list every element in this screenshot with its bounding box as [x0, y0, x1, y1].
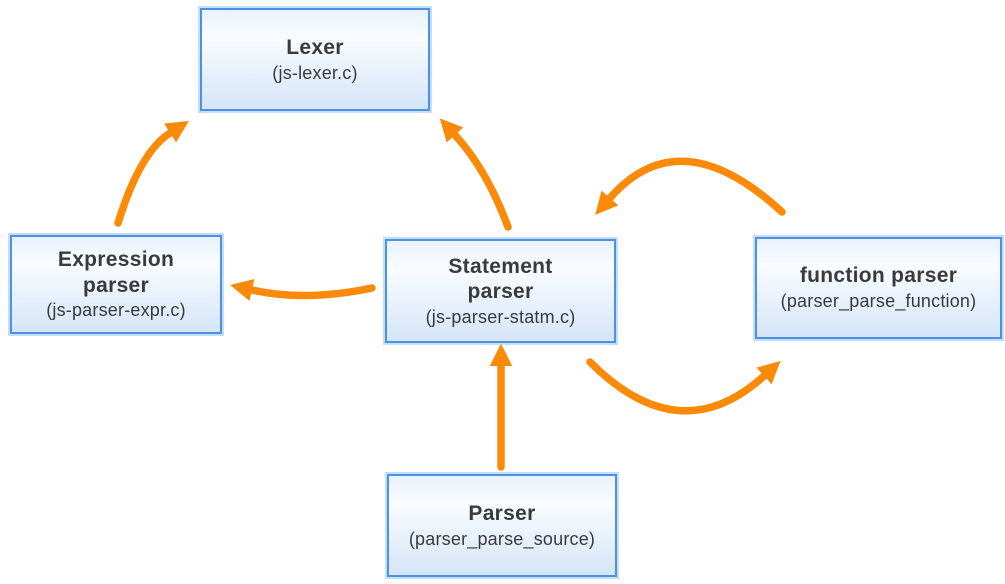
arrow-statement-parser-to-function-parser [586, 358, 781, 415]
node-parser-title: Parser [468, 501, 536, 525]
arrow-statement-parser-to-expression-parser [230, 279, 376, 301]
node-expression-parser-title: Expression parser [57, 248, 175, 297]
arrow-function-parser-to-statement-parser [595, 157, 786, 216]
node-expression-parser: Expression parser (js-parser-expr.c) [10, 235, 222, 334]
arrow-statement-parser-to-lexer [439, 118, 512, 231]
node-statement-parser-title: Statement parser [448, 254, 553, 304]
node-function-parser: function parser (parser_parse_function) [755, 237, 1002, 339]
node-expression-parser-subtitle: (js-parser-expr.c) [46, 300, 186, 321]
arrow-expression-parser-to-lexer [114, 120, 190, 227]
node-lexer-subtitle: (js-lexer.c) [272, 62, 358, 83]
node-statement-parser: Statement parser (js-parser-statm.c) [385, 239, 616, 343]
node-lexer: Lexer (js-lexer.c) [200, 8, 430, 111]
node-statement-parser-subtitle: (js-parser-statm.c) [425, 306, 576, 327]
node-parser: Parser (parser_parse_source) [387, 474, 617, 577]
node-function-parser-subtitle: (parser_parse_function) [780, 291, 977, 312]
node-function-parser-title: function parser [799, 264, 958, 288]
node-parser-subtitle: (parser_parse_source) [408, 528, 596, 549]
node-lexer-title: Lexer [286, 35, 344, 59]
